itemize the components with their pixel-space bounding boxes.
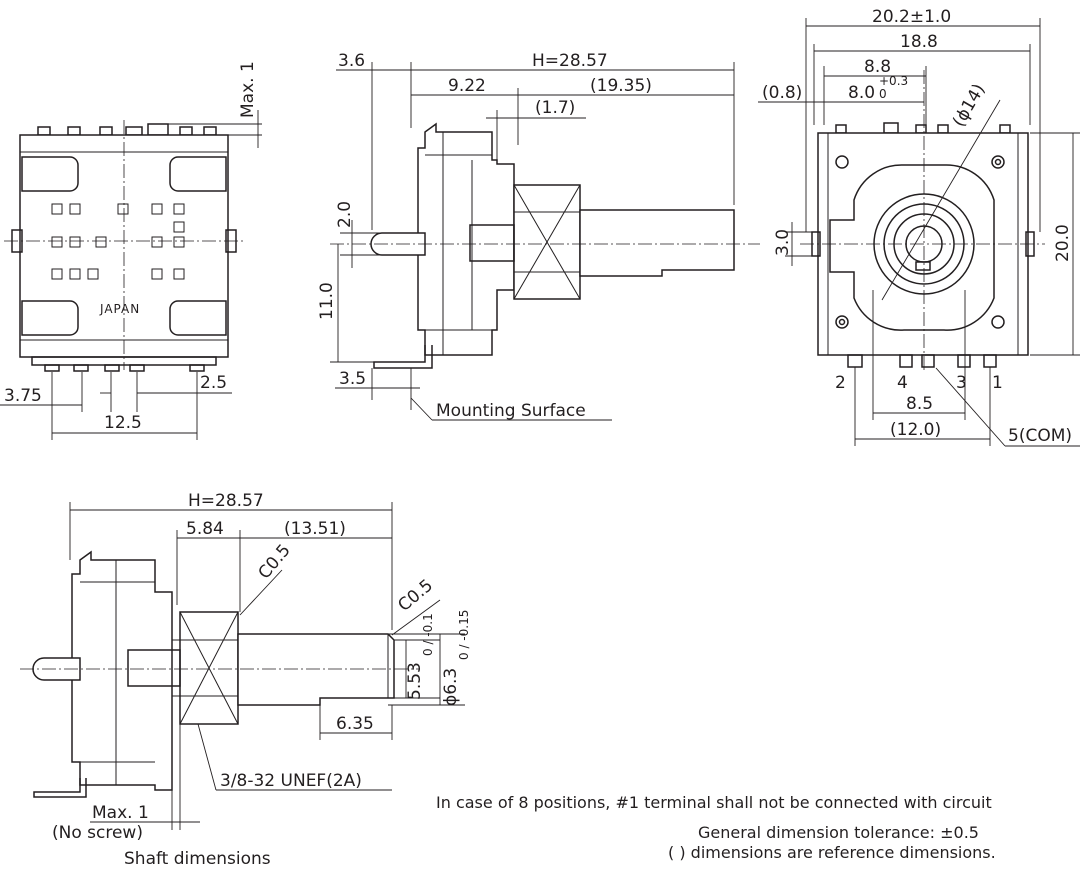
side-dim-3-5: 3.5 <box>339 369 366 389</box>
front-dim-12-5: 12.5 <box>104 413 142 433</box>
front-top-tab <box>99 126 113 136</box>
shaft-rear-pin <box>32 657 81 681</box>
rear-dim-0-8: (0.8) <box>762 83 802 103</box>
rear-terminal-label: 2 <box>835 373 846 393</box>
rear-terminals <box>847 354 997 368</box>
front-dim-3-75: 3.75 <box>4 386 42 406</box>
rear-dim-12-0: (12.0) <box>890 420 941 440</box>
rear-hole <box>991 315 1005 329</box>
shaft-dim-5-53-tol: 0 / -0.1 <box>421 613 435 656</box>
front-window-bl <box>21 300 79 336</box>
rear-terminal-label: 4 <box>897 373 908 393</box>
front-top-tab <box>179 126 193 136</box>
rear-dim-20-0: 20.0 <box>1053 224 1073 262</box>
side-dim-h: H=28.57 <box>532 51 608 71</box>
rear-dim-phi14: (ϕ14) <box>949 81 989 131</box>
shaft-dim-6-35: 6.35 <box>336 714 374 734</box>
front-top-tab <box>37 126 51 136</box>
side-dim-9-22: 9.22 <box>448 76 486 96</box>
side-dim-1-7: (1.7) <box>535 98 575 118</box>
side-view: 3.6 H=28.57 9.22 (19.35) (1.7) 2.0 11.0 … <box>317 51 760 421</box>
front-terminals <box>44 364 205 372</box>
side-dim-2-0: 2.0 <box>335 201 355 228</box>
side-terminal <box>373 345 433 369</box>
front-window-tr <box>169 156 227 192</box>
shaft-body-outline <box>71 550 173 791</box>
shaft-rod <box>237 633 395 706</box>
shaft-caption: Shaft dimensions <box>124 849 271 869</box>
rear-dim-18-8: 18.8 <box>900 32 938 52</box>
note-8-positions: In case of 8 positions, #1 terminal shal… <box>436 793 992 812</box>
front-view: JAPAN Max. 1 3.75 2.5 12.5 <box>0 61 262 440</box>
notes: In case of 8 positions, #1 terminal shal… <box>436 793 996 862</box>
shaft-dim-h: H=28.57 <box>188 491 264 511</box>
rear-dim-8-5: 8.5 <box>906 394 933 414</box>
note-general-tolerance: General dimension tolerance: ±0.5 <box>698 823 979 842</box>
side-shaft <box>579 209 735 277</box>
front-window-br <box>169 300 227 336</box>
shaft-dim-5-84: 5.84 <box>186 519 224 539</box>
front-square-grid <box>51 203 185 280</box>
front-dim-2-5: 2.5 <box>200 373 227 393</box>
rear-terminal-label: 1 <box>992 373 1003 393</box>
rear-com-label: 5(COM) <box>1008 426 1072 446</box>
shaft-dim-6-3-tol: 0 / -0.15 <box>457 610 471 660</box>
shaft-thread: 3/8-32 UNEF(2A) <box>220 771 362 791</box>
shaft-no-screw: (No screw) <box>52 823 143 843</box>
rear-dim-8-0-tol-upper: +0.3 <box>879 74 908 88</box>
shaft-view: H=28.57 5.84 (13.51) C0.5 C0.5 5.53 0 / … <box>20 491 471 869</box>
side-dim-19-35: (19.35) <box>590 76 652 96</box>
rear-terminal-label: 3 <box>956 373 967 393</box>
front-window-tl <box>21 156 79 192</box>
side-dim-11-0: 11.0 <box>317 282 337 320</box>
front-max1-dim: Max. 1 <box>238 61 258 118</box>
shaft-max1: Max. 1 <box>92 803 149 823</box>
rear-dim-8-0-tol-lower: 0 <box>879 87 887 101</box>
front-top-tab <box>67 126 81 136</box>
side-mounting-surface: Mounting Surface <box>436 401 586 421</box>
shaft-dim-5-53: 5.53 <box>405 662 425 700</box>
side-body-outline <box>417 122 515 356</box>
rear-hole <box>991 155 1005 169</box>
front-body-marking: JAPAN <box>99 302 140 316</box>
rear-dim-8-0: 8.0 <box>848 83 875 103</box>
rear-dim-8-8: 8.8 <box>864 57 891 77</box>
side-dim-3-6: 3.6 <box>338 51 365 71</box>
rear-view: 2 4 3 1 20.2±1.0 18.8 8.8 (0.8) 8.0 +0.3… <box>758 7 1080 447</box>
shaft-chamfer-2: C0.5 <box>394 576 437 616</box>
rear-hole <box>835 315 849 329</box>
shaft-dim-13-51: (13.51) <box>284 519 346 539</box>
front-top-tab <box>125 126 143 136</box>
note-reference-dimensions: ( ) dimensions are reference dimensions. <box>668 843 996 862</box>
shaft-dim-6-3: ϕ6.3 <box>441 668 461 706</box>
rear-dim-20-2: 20.2±1.0 <box>872 7 951 27</box>
rear-dim-3-0: 3.0 <box>773 229 793 256</box>
shaft-chamfer-1: C0.5 <box>255 541 295 584</box>
rear-hole <box>835 155 849 169</box>
front-top-tab <box>203 126 217 136</box>
front-top-tab <box>147 123 169 136</box>
